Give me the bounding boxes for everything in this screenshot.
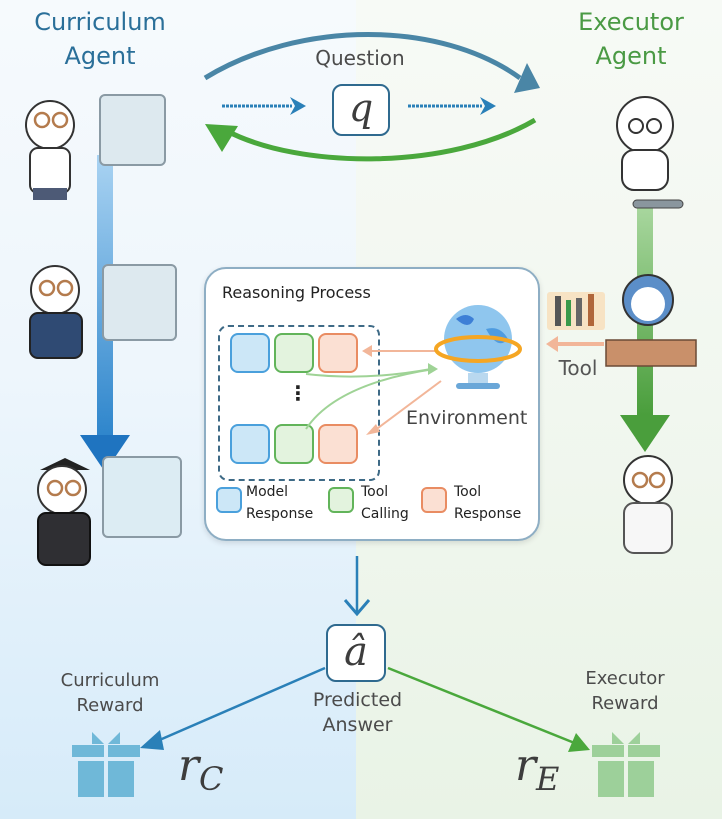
feedback-curve-arrowhead: [205, 124, 238, 152]
tool-calling-cell: [274, 424, 314, 464]
question-label: Question: [315, 46, 405, 70]
wrench-icon: [632, 199, 684, 209]
model-response-cell: [230, 424, 270, 464]
studying-bear-icon: [605, 274, 697, 367]
globe-icon: [434, 305, 522, 389]
feedback-curve-arrow: [223, 117, 537, 162]
tool-calling-cell: [274, 333, 314, 373]
curriculum-reward-symbol: rC: [178, 740, 224, 798]
model-response-cell: [230, 333, 270, 373]
environment-label: Environment: [406, 407, 528, 429]
engineer-bear-icon: [623, 455, 673, 554]
executor-title-line2: Agent: [595, 42, 667, 70]
curriculum-title-line1: Curriculum: [34, 8, 166, 36]
question-curve-arrowhead: [514, 63, 540, 93]
plain-bear-icon: [616, 96, 674, 191]
teacher-bear-icon: [29, 264, 177, 359]
question-box: q: [332, 84, 390, 136]
executor-progress-arrowhead: [620, 415, 670, 452]
tool-response-cell: [318, 333, 358, 373]
reasoning-process-title: Reasoning Process: [222, 283, 371, 302]
question-symbol: q: [348, 86, 374, 130]
gift-icon: [592, 732, 660, 797]
toolbox-icon: [547, 292, 605, 330]
predicted-answer-symbol: â: [344, 629, 368, 675]
reasoning-steps-container: [218, 325, 380, 481]
executor-agent-title: Executor Agent: [540, 5, 722, 73]
curriculum-agent-title: Curriculum Agent: [0, 5, 200, 73]
student-bear-icon: [25, 94, 166, 200]
curriculum-progress-arrowhead: [80, 435, 130, 472]
legend-tool-calling-swatch: [328, 487, 354, 513]
legend-tool-response-swatch: [421, 487, 447, 513]
to-curriculum-reward-arrow: [147, 666, 326, 747]
tool-response-cell: [318, 424, 358, 464]
environment-connectors: [305, 305, 522, 435]
question-curve-arrow: [203, 32, 522, 81]
to-executor-reward-arrow: [387, 666, 583, 748]
tool-label: Tool: [558, 356, 598, 380]
legend-model-response-swatch: [216, 487, 242, 513]
curriculum-title-line2: Agent: [64, 42, 136, 70]
graduate-bear-icon: [37, 456, 182, 566]
executor-title-line1: Executor: [578, 8, 684, 36]
gift-icon: [72, 732, 140, 797]
predicted-answer-box: â: [326, 624, 386, 682]
executor-reward-symbol: rE: [515, 740, 560, 798]
